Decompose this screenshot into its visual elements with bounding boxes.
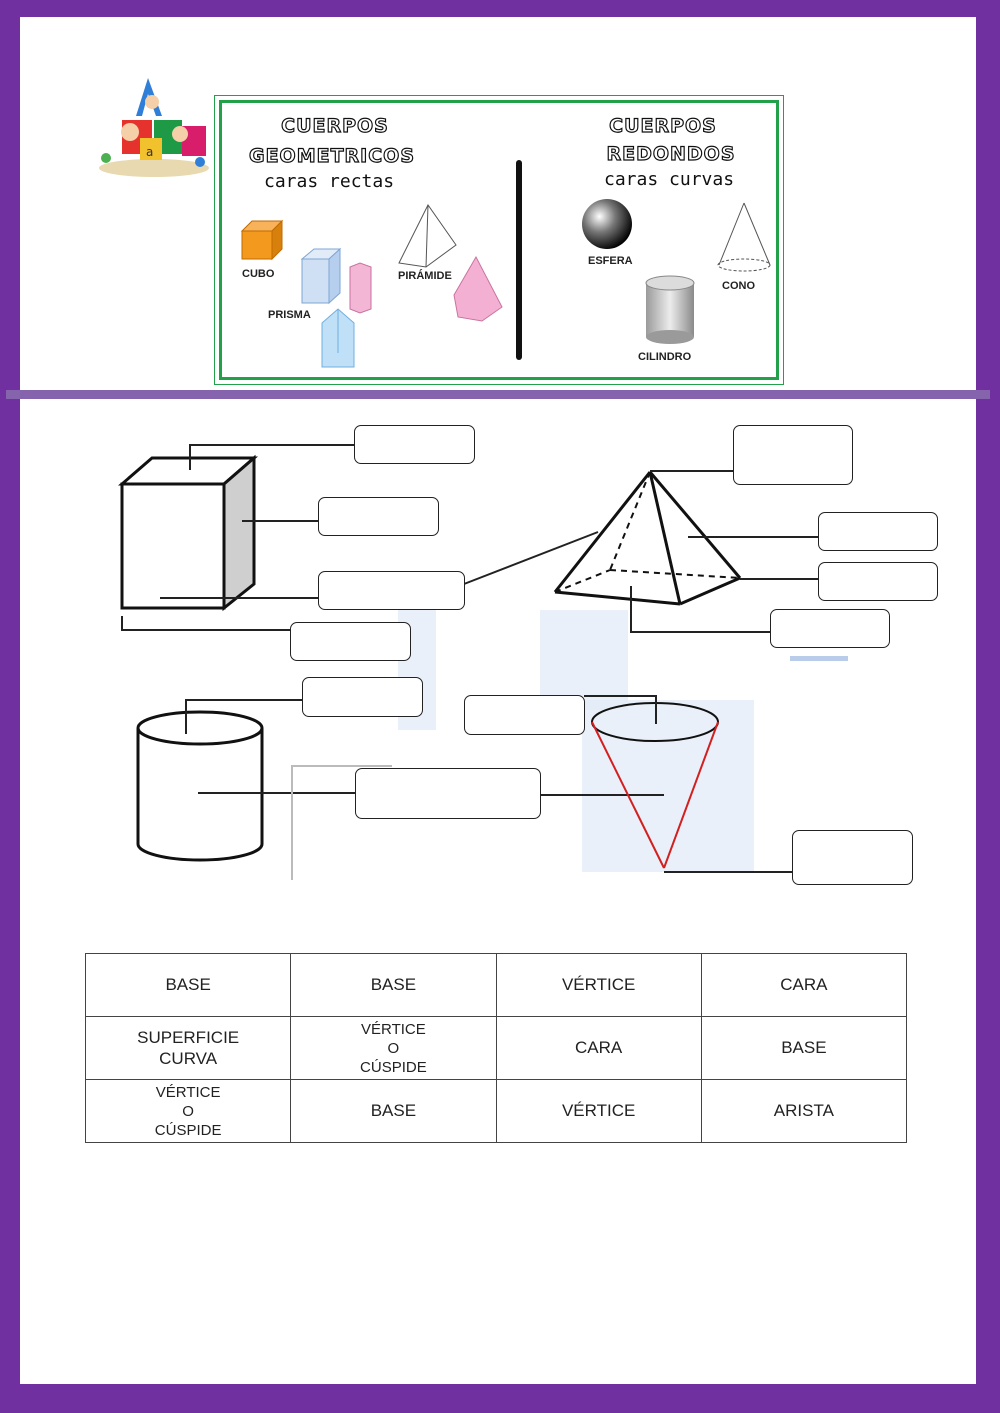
pyramid-figure [553,471,742,606]
cylinder-illustration [645,275,695,344]
cylinder-figure [136,710,264,862]
word-cell[interactable]: VÉRTICE O CÚSPIDE [290,1016,497,1080]
word-line: CURVA [159,1049,218,1068]
faint-patch [790,656,848,661]
solids-diagram [117,444,818,880]
answer-box-cube-face[interactable] [318,497,439,536]
left-subtitle: caras rectas [264,171,395,192]
faint-patch [582,700,754,872]
word-cell[interactable]: BASE [84,953,292,1017]
cone-outline-illustration [717,202,771,272]
word-line: O [387,1039,400,1057]
header-shapes [240,199,771,368]
word-line: SUPERFICIE [137,1028,240,1047]
svg-text:a: a [146,145,153,159]
label-esfera: ESFERA [588,255,633,267]
triangular-prism-illustration [321,308,355,368]
word-cell[interactable]: CARA [495,1016,702,1080]
word-line: CÚSPIDE [360,1058,427,1076]
word-line: O [182,1102,194,1120]
right-subtitle: caras curvas [604,169,735,190]
label-cono: CONO [722,280,755,292]
label-piramide: PIRÁMIDE [398,270,452,282]
alphabet-blocks-logo: a [99,78,209,177]
left-title-line1: CUERPOS [281,114,389,137]
solids-reference-card [214,95,784,385]
pyramid-outline-illustration [398,204,457,268]
sphere-illustration [582,199,632,249]
word-line: VÉRTICE [155,1083,221,1101]
right-title-line1: CUERPOS [609,114,717,137]
section-divider [6,390,990,399]
category-separator [516,160,522,360]
cone-figure [591,702,719,869]
answer-box-cube-top[interactable] [354,425,475,464]
cube-illustration [240,219,284,261]
word-cell[interactable]: VÉRTICE O CÚSPIDE [84,1079,292,1143]
word-cell[interactable]: BASE [700,1016,908,1080]
label-cubo: CUBO [242,268,275,280]
answer-box-pyramid-face[interactable] [818,512,938,551]
answer-box-cylinder-base[interactable] [302,677,423,717]
left-title-line2: GEOMETRICOS [248,144,416,167]
answer-box-cylinder-surface[interactable] [355,768,541,819]
answer-box-cube-base[interactable] [290,622,411,661]
answer-box-cube-edge[interactable] [318,571,465,610]
table-row: SUPERFICIE CURVA VÉRTICE O CÚSPIDE CARA … [84,1016,908,1080]
word-line: CÚSPIDE [154,1121,222,1139]
label-prisma: PRISMA [268,309,311,321]
word-cell[interactable]: CARA [700,953,908,1017]
table-row: BASE BASE VÉRTICE CARA [84,953,908,1017]
answer-box-pyramid-vertex[interactable] [733,425,853,485]
word-cell[interactable]: VÉRTICE [495,953,702,1017]
faint-patch [540,610,628,710]
answer-box-cone-vertex[interactable] [792,830,913,885]
answer-box-pyramid-edge[interactable] [818,562,938,601]
word-bank-table: BASE BASE VÉRTICE CARA SUPERFICIE CURVA … [84,953,908,1143]
right-title-line2: REDONDOS [606,142,736,165]
label-cilindro: CILINDRO [638,351,692,363]
cube-figure [117,454,259,612]
word-cell[interactable]: BASE [290,1079,497,1143]
hex-prism-illustration [349,262,372,314]
table-row: VÉRTICE O CÚSPIDE BASE VÉRTICE ARISTA [84,1079,908,1143]
word-line: VÉRTICE [361,1020,426,1038]
word-cell[interactable]: SUPERFICIE CURVA [84,1016,292,1080]
word-cell[interactable]: ARISTA [700,1079,908,1143]
answer-box-pyramid-base[interactable] [770,609,890,648]
answer-box-cone-base[interactable] [464,695,585,735]
prism-illustration [300,247,342,305]
pentagonal-pyramid-illustration [453,255,503,322]
word-cell[interactable]: VÉRTICE [495,1079,702,1143]
word-cell[interactable]: BASE [290,953,497,1017]
